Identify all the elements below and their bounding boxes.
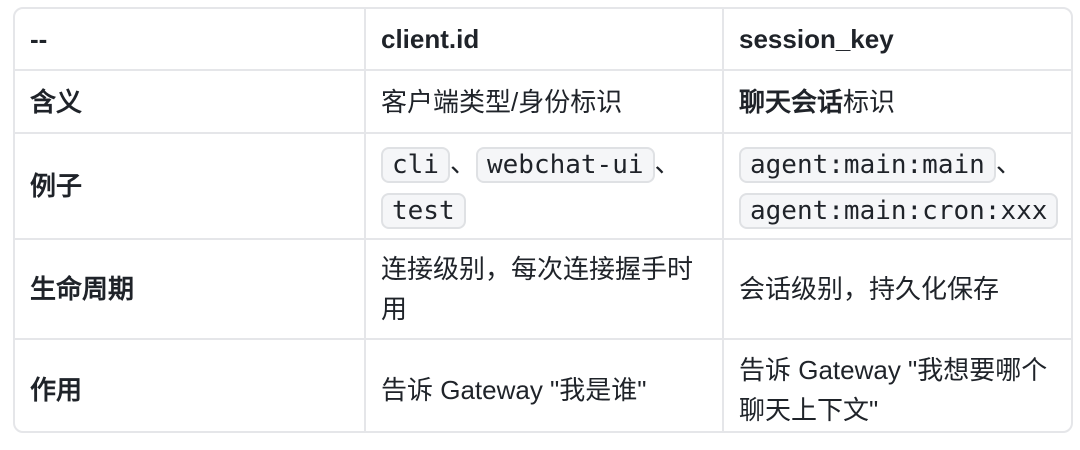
code-chip-webchat-ui: webchat-ui	[475, 147, 655, 184]
header-cell-client-id: client.id	[364, 9, 724, 71]
comparison-table-container: -- client.id session_key 含义 客户端类型/身份标识 聊…	[13, 7, 1073, 433]
table-row-examples: 例子 cli、webchat-ui、test agent:main:main、a…	[15, 132, 1071, 240]
header-cell-session-key: session_key	[722, 9, 1071, 71]
table-row-lifecycle: 生命周期 连接级别，每次连接握手时用 会话级别，持久化保存	[15, 238, 1071, 340]
code-chip-agent-main-main: agent:main:main	[739, 147, 996, 184]
meaning-client-id-cell: 客户端类型/身份标识	[364, 69, 724, 134]
row-label-purpose: 作用	[15, 338, 366, 431]
lifecycle-client-id-text: 连接级别，每次连接握手时用	[381, 254, 694, 324]
purpose-client-id-text: 告诉 Gateway "我是谁"	[381, 374, 647, 405]
code-chip-cli: cli	[381, 147, 450, 184]
purpose-session-key-text: 告诉 Gateway "我想要哪个聊天上下文"	[739, 354, 1048, 425]
client-id-vs-session-key-table: -- client.id session_key 含义 客户端类型/身份标识 聊…	[15, 9, 1071, 431]
meaning-session-key-bold-text: 聊天会话	[739, 86, 844, 117]
code-chip-test: test	[381, 193, 466, 230]
meaning-session-key-rest-text: 标识	[843, 86, 896, 117]
row-label-examples: 例子	[15, 132, 366, 240]
purpose-client-id-cell: 告诉 Gateway "我是谁"	[364, 338, 724, 431]
code-chip-agent-main-cron: agent:main:cron:xxx	[739, 193, 1059, 230]
code-separator: 、	[449, 148, 476, 178]
row-label-lifecycle: 生命周期	[15, 238, 366, 340]
table-header-row: -- client.id session_key	[15, 9, 1071, 71]
lifecycle-session-key-cell: 会话级别，持久化保存	[722, 238, 1071, 340]
table-row-meaning: 含义 客户端类型/身份标识 聊天会话标识	[15, 69, 1071, 134]
table-row-purpose: 作用 告诉 Gateway "我是谁" 告诉 Gateway "我想要哪个聊天上…	[15, 338, 1071, 431]
row-label-meaning: 含义	[15, 69, 366, 134]
purpose-session-key-cell: 告诉 Gateway "我想要哪个聊天上下文"	[722, 338, 1071, 431]
examples-session-key-cell: agent:main:main、 agent:main:cron:xxx	[722, 132, 1071, 240]
lifecycle-session-key-text: 会话级别，持久化保存	[739, 274, 1000, 304]
lifecycle-client-id-cell: 连接级别，每次连接握手时用	[364, 238, 724, 340]
code-separator: 、	[995, 148, 1022, 178]
header-cell-blank: --	[15, 9, 366, 71]
meaning-session-key-cell: 聊天会话标识	[722, 69, 1071, 134]
code-separator: 、	[654, 148, 681, 178]
examples-client-id-cell: cli、webchat-ui、test	[364, 132, 724, 240]
meaning-client-id-text: 客户端类型/身份标识	[381, 86, 623, 117]
